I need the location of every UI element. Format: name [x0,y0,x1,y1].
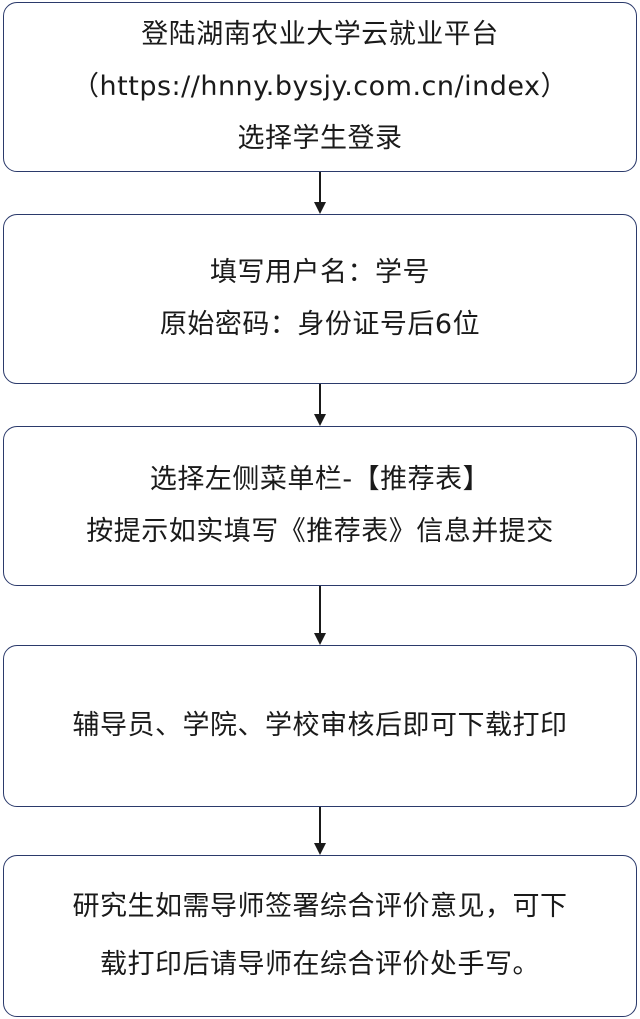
step-3-recommendation-form-box: 选择左侧菜单栏-【推荐表】 按提示如实填写《推荐表》信息并提交 [3,426,637,586]
step-4-line-1: 辅导员、学院、学校审核后即可下载打印 [72,710,568,741]
down-arrow-icon [312,586,328,645]
step-5-line-2: 载打印后请导师在综合评价处手写。 [100,949,540,980]
step-5-graduate-note-box: 研究生如需导师签署综合评价意见，可下 载打印后请导师在综合评价处手写。 [3,855,637,1017]
down-arrow-icon [312,172,328,214]
step-5-line-1: 研究生如需导师签署综合评价意见，可下 [72,891,568,922]
down-arrow-icon [312,384,328,426]
step-1-login-box: 登陆湖南农业大学云就业平台 （https://hnny.bysjy.com.cn… [3,2,637,172]
step-3-line-1: 选择左侧菜单栏-【推荐表】 [149,464,491,495]
step-4-review-box: 辅导员、学院、学校审核后即可下载打印 [3,645,637,807]
down-arrow-icon [312,807,328,855]
step-2-line-1: 填写用户名：学号 [210,257,430,288]
step-2-line-2: 原始密码：身份证号后6位 [159,309,481,340]
step-1-line-3: 选择学生登录 [237,123,403,154]
step-1-line-1: 登陆湖南农业大学云就业平台 [141,19,499,50]
step-2-credentials-box: 填写用户名：学号 原始密码：身份证号后6位 [3,214,637,384]
step-3-line-2: 按提示如实填写《推荐表》信息并提交 [86,516,554,547]
step-1-line-2-url: （https://hnny.bysjy.com.cn/index） [72,71,568,102]
